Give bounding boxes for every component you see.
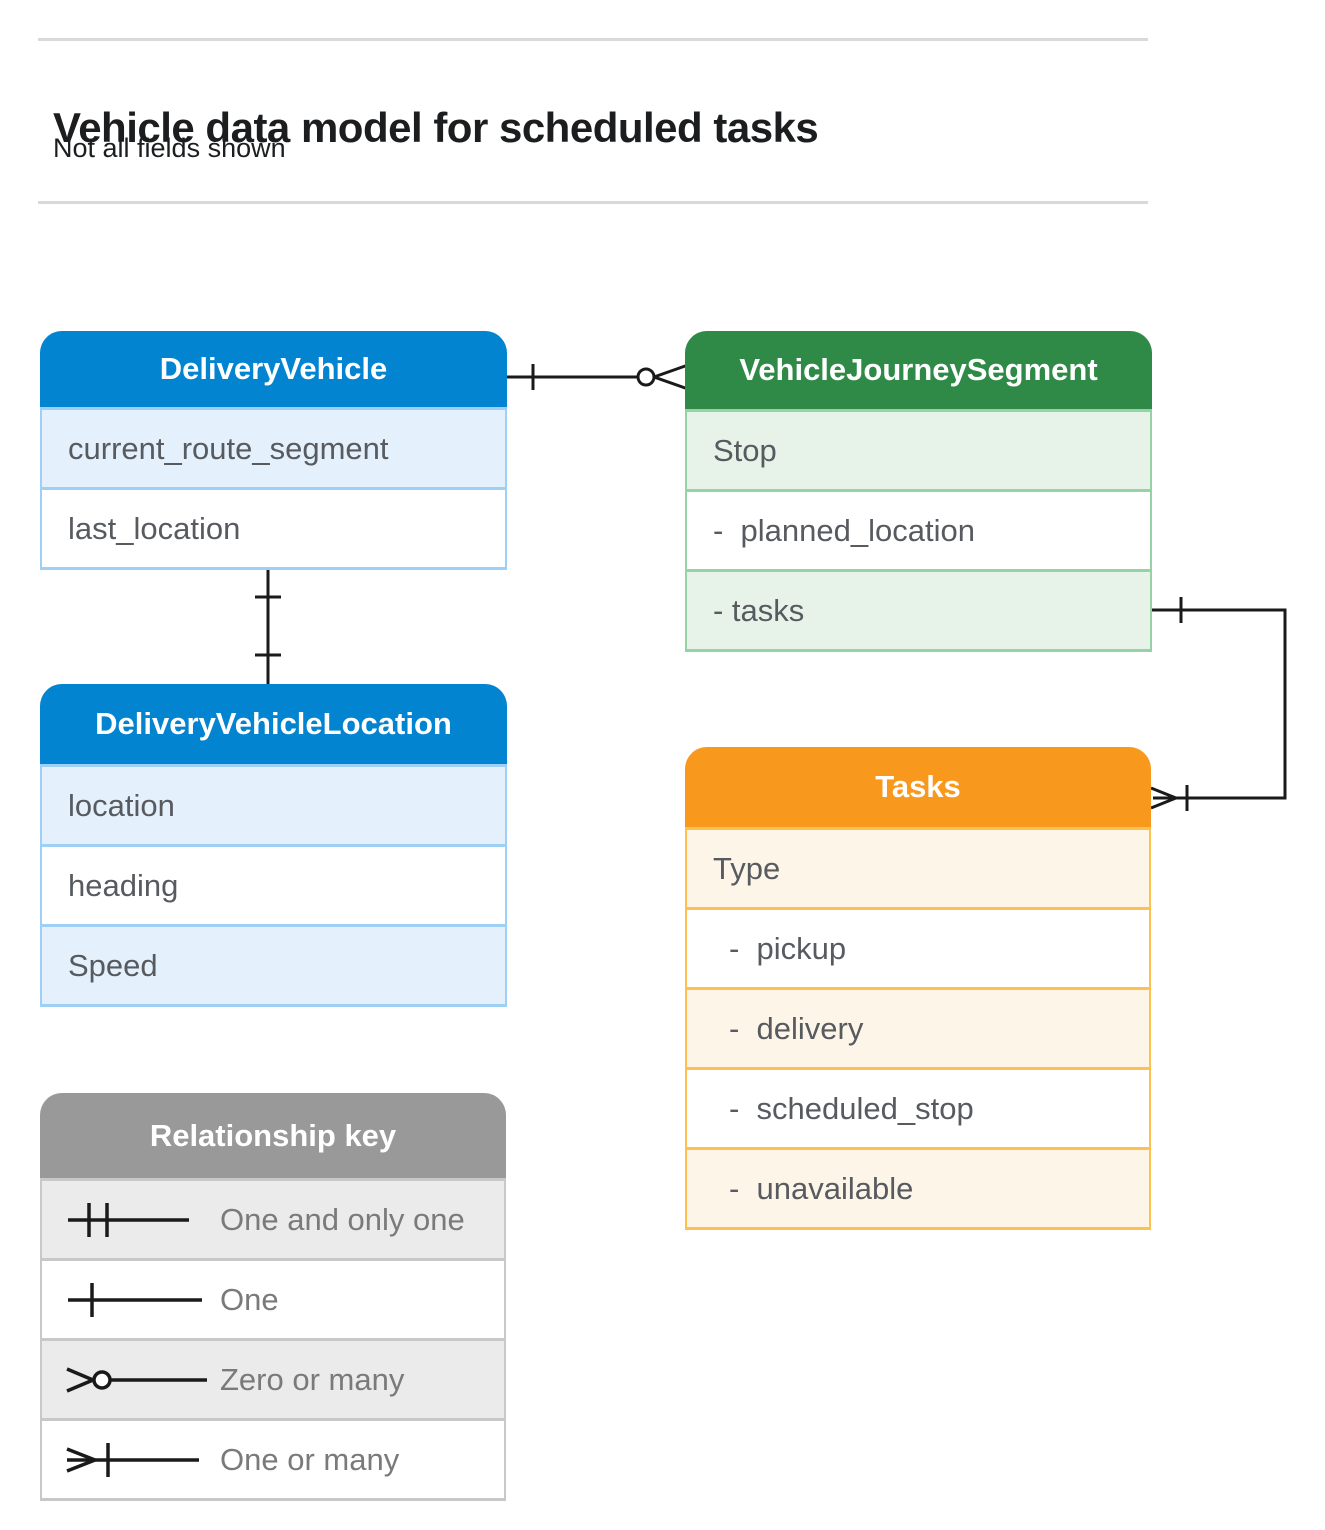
field-type: Type — [687, 827, 1149, 907]
key-row-one-or-many: One or many — [42, 1418, 504, 1498]
field-delivery: - delivery — [687, 987, 1149, 1067]
page-subtitle: Not all fields shown — [53, 133, 286, 163]
key-row-zero-or-many: Zero or many — [42, 1338, 504, 1418]
field-tasks: - tasks — [687, 569, 1150, 649]
field-unavailable: - unavailable — [687, 1147, 1149, 1227]
relationship-key-title: Relationship key — [40, 1093, 506, 1178]
key-label: One — [220, 1281, 279, 1317]
field-scheduled-stop: - scheduled_stop — [687, 1067, 1149, 1147]
entity-delivery-vehicle-title: DeliveryVehicle — [40, 331, 507, 407]
field-speed: Speed — [42, 924, 505, 1004]
key-row-one-and-only-one: One and only one — [42, 1178, 504, 1258]
entity-vehicle-journey-segment-title: VehicleJourneySegment — [685, 331, 1152, 409]
field-planned-location: - planned_location — [687, 489, 1150, 569]
top-divider — [38, 38, 1148, 41]
field-current-route-segment: current_route_segment — [42, 407, 505, 487]
connector-deliveryvehicle-vehiclejourneysegment — [505, 363, 689, 391]
key-label: One and only one — [220, 1201, 465, 1237]
field-pickup: - pickup — [687, 907, 1149, 987]
entity-delivery-vehicle-location-title: DeliveryVehicleLocation — [40, 684, 507, 764]
field-location: location — [42, 764, 505, 844]
page-title: Vehicle data model for scheduled tasks — [53, 104, 819, 152]
key-row-one: One — [42, 1258, 504, 1338]
zero-or-many-symbol — [66, 1366, 207, 1393]
entity-vehicle-journey-segment: VehicleJourneySegment Stop - planned_loc… — [685, 331, 1152, 652]
field-stop: Stop — [687, 409, 1150, 489]
key-label: One or many — [220, 1441, 400, 1477]
field-heading: heading — [42, 844, 505, 924]
one-symbol — [68, 1282, 202, 1317]
field-last-location: last_location — [42, 487, 505, 567]
entity-tasks-title: Tasks — [685, 747, 1151, 827]
entity-delivery-vehicle: DeliveryVehicle current_route_segment la… — [40, 331, 507, 570]
connector-deliveryvehicle-deliveryvehiclelocation — [255, 566, 281, 686]
one-and-only-one-symbol — [68, 1202, 189, 1237]
entity-tasks: Tasks Type - pickup - delivery - schedul… — [685, 747, 1151, 1230]
entity-delivery-vehicle-location: DeliveryVehicleLocation location heading… — [40, 684, 507, 1007]
bottom-divider — [38, 201, 1148, 204]
one-or-many-symbol — [66, 1442, 199, 1477]
connector-vehiclejourneysegment-tasks — [1150, 597, 1287, 811]
key-label: Zero or many — [220, 1361, 405, 1397]
relationship-key: Relationship key One and only one One — [40, 1093, 506, 1501]
